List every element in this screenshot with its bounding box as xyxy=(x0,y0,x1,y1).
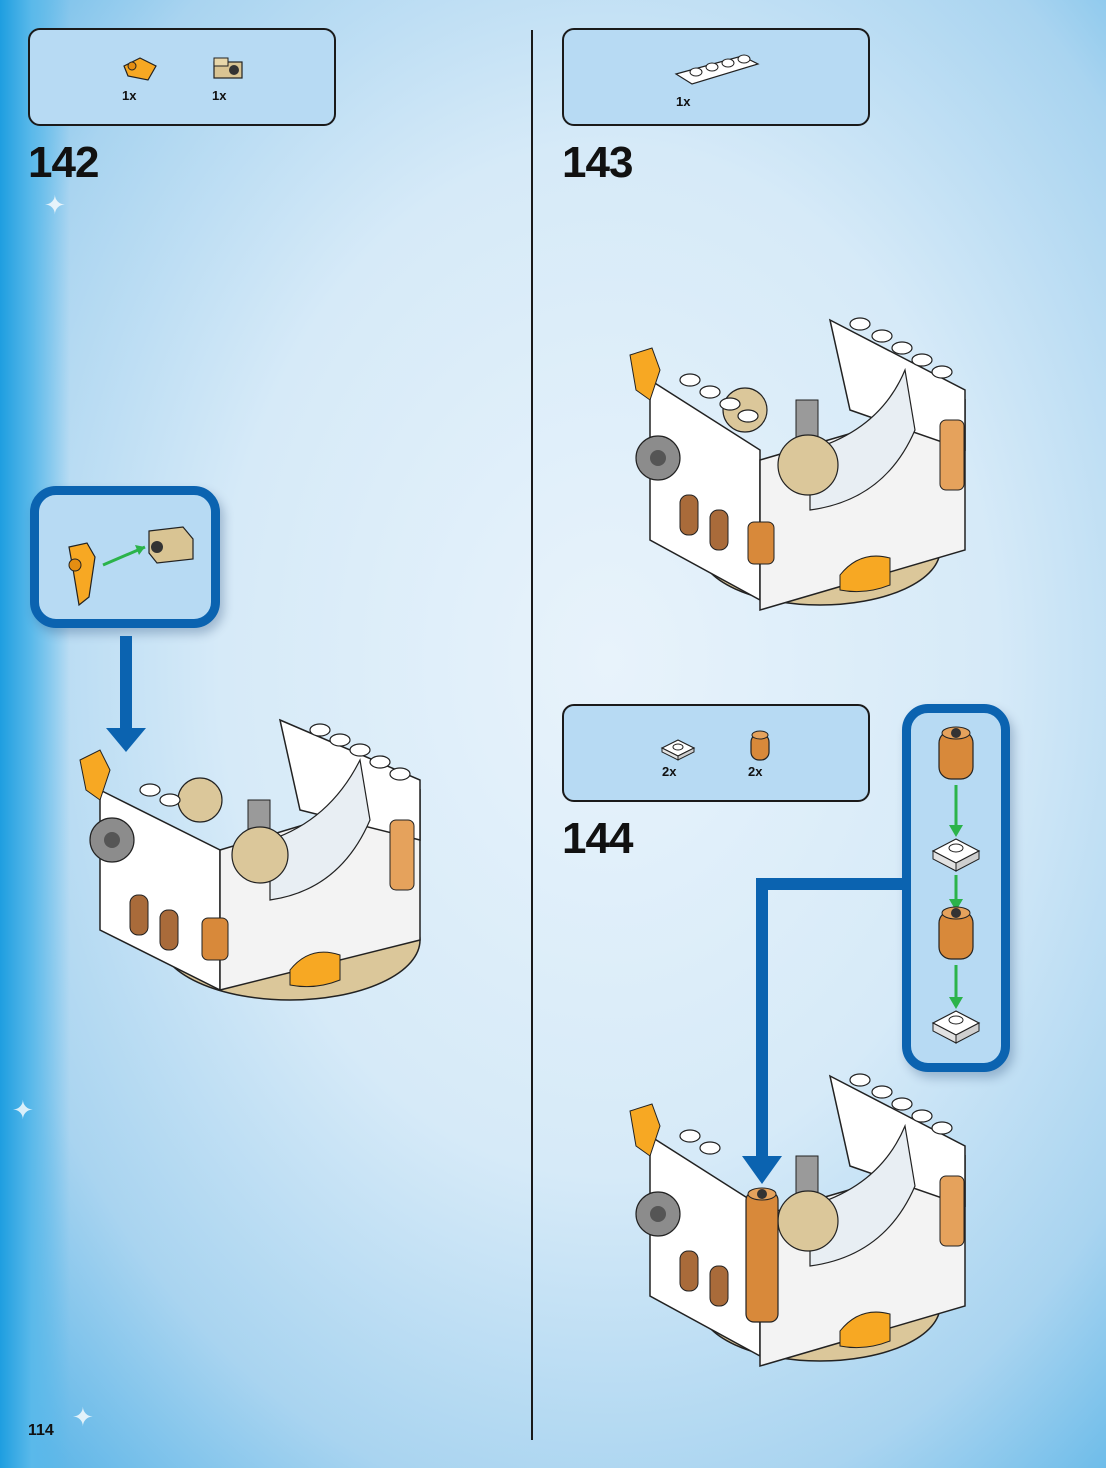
stacking-callout xyxy=(902,704,1010,1072)
orange-curved-plate-icon xyxy=(123,57,157,81)
page-edge-decoration xyxy=(0,0,70,1468)
model-step-144 xyxy=(629,1073,966,1368)
part-qty: 2x xyxy=(662,764,677,779)
step-number: 142 xyxy=(28,138,99,187)
model-step-142 xyxy=(79,718,421,1001)
sub-assembly-diagram xyxy=(68,526,194,607)
part-qty: 1x xyxy=(212,88,227,103)
star-decoration: ✦ xyxy=(12,1095,34,1125)
blue-arrow-down xyxy=(106,636,146,752)
white-plate-1x4-icon xyxy=(674,54,760,85)
part-qty: 1x xyxy=(676,94,691,109)
sub-assembly-callout xyxy=(30,486,220,628)
stacking-diagram xyxy=(931,726,981,1044)
page-number: 114 xyxy=(28,1422,54,1439)
model-step-143 xyxy=(629,317,966,612)
parts-list-step-142: 1x 1x xyxy=(28,28,336,126)
tan-bracket-icon xyxy=(213,57,243,79)
tan-round-brick-icon xyxy=(750,730,770,761)
parts-list-step-143: 1x xyxy=(562,28,870,126)
step-number: 143 xyxy=(562,138,633,187)
part-qty: 1x xyxy=(122,88,137,103)
part-qty: 2x xyxy=(748,764,763,779)
column-divider xyxy=(531,30,533,1440)
parts-list-step-144: 2x 2x xyxy=(562,704,870,802)
star-decoration: ✦ xyxy=(72,1402,94,1432)
blue-arrow-elbow xyxy=(742,878,902,1184)
star-decoration: ✦ xyxy=(44,190,66,220)
white-tile-icon xyxy=(660,739,696,761)
step-number: 144 xyxy=(562,814,633,863)
